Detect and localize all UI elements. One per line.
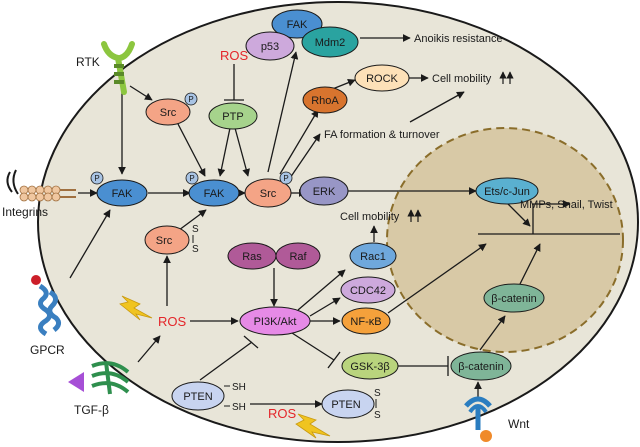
thiol-label: SH — [232, 402, 246, 413]
nfkb-label: NF-κB — [350, 316, 381, 328]
anoikis-label: Anoikis resistance — [414, 33, 503, 45]
integrins-icon — [6, 169, 76, 202]
phospho-label: P — [189, 174, 194, 183]
wnt-label: Wnt — [508, 417, 530, 431]
fak-label: FAK — [287, 19, 308, 31]
edges — [69, 34, 620, 408]
phospho-badge — [184, 92, 198, 106]
svg-text:S: S — [192, 224, 199, 235]
beta-catenin-label: β-catenin — [491, 293, 536, 305]
phospho-label: P — [283, 174, 288, 183]
disulfide-bond-icon: S S — [374, 388, 381, 421]
rac1-node — [349, 242, 397, 270]
gpcr-label: GPCR — [30, 343, 65, 357]
fak-node — [96, 179, 148, 207]
fak-label: FAK — [204, 188, 225, 200]
src-node — [144, 225, 190, 255]
ras-label: Ras — [242, 251, 262, 263]
fa-formation-label: FA formation & turnover — [324, 129, 440, 141]
lightning-bolt-icon — [295, 413, 331, 439]
up-arrows-icon — [407, 209, 422, 222]
src-label: Src — [160, 107, 177, 119]
cdc42-label: CDC42 — [350, 285, 386, 297]
phospho-badge — [279, 171, 293, 185]
fak-node — [188, 179, 240, 207]
cell-mobility-label: Cell mobility — [340, 211, 400, 223]
rtk-receptor-icon — [101, 41, 135, 95]
beta-catenin-node — [483, 283, 545, 313]
p53-node — [245, 31, 295, 61]
src-label: Src — [260, 188, 277, 200]
pten-label: PTEN — [183, 391, 212, 403]
gsk3b-node — [341, 352, 399, 380]
svg-text:S: S — [374, 410, 381, 421]
fak-label: FAK — [112, 188, 133, 200]
up-arrows-icon — [499, 71, 514, 84]
mdm2-label: Mdm2 — [315, 37, 346, 49]
tgfb-receptor-icon — [68, 361, 130, 395]
ros-label: ROS — [268, 406, 297, 421]
svg-text:S: S — [374, 388, 381, 399]
ets-cjun-label: Ets/c-Jun — [484, 186, 530, 198]
ets-cjun-node — [475, 177, 539, 205]
p53-label: p53 — [261, 41, 279, 53]
erk-node — [299, 176, 349, 206]
src-node — [244, 178, 292, 208]
src-label: Src — [156, 235, 173, 247]
disulfide-bond-icon: S S — [192, 224, 199, 255]
rac1-label: Rac1 — [360, 251, 386, 263]
rock-node — [354, 64, 410, 92]
thiol-label: SH — [232, 382, 246, 393]
ros-label: ROS — [158, 314, 187, 329]
tgfb-label: TGF-β — [74, 403, 109, 417]
src-node — [145, 98, 191, 126]
phospho-badge — [185, 171, 199, 185]
rtk-label: RTK — [76, 55, 100, 69]
target-genes-label: MMPs, Snail, Twist — [520, 199, 613, 211]
cdc42-node — [340, 276, 396, 304]
integrins-label: Integrins — [2, 205, 48, 219]
phospho-badge — [90, 171, 104, 185]
beta-catenin-label: β-catenin — [458, 361, 503, 373]
rhoa-node — [302, 86, 348, 114]
raf-node — [275, 242, 321, 270]
fak-node — [271, 9, 323, 39]
ptp-node — [208, 102, 258, 130]
beta-catenin-node — [450, 351, 512, 381]
gsk3b-label: GSK-3β — [350, 361, 389, 373]
pten-node — [321, 389, 375, 419]
erk-label: ERK — [313, 186, 336, 198]
pten-node — [171, 381, 225, 411]
svg-text:S: S — [192, 244, 199, 255]
phospho-label: P — [188, 95, 193, 104]
nucleus — [386, 127, 624, 353]
pten-label: PTEN — [331, 399, 360, 411]
pi3k-akt-label: PI3K/Akt — [254, 316, 297, 328]
rhoa-label: RhoA — [311, 95, 339, 107]
lightning-bolt-icon — [119, 295, 153, 321]
raf-label: Raf — [289, 251, 307, 263]
phospho-label: P — [94, 174, 99, 183]
cell-mobility-label: Cell mobility — [432, 73, 492, 85]
gpcr-receptor-icon — [31, 275, 62, 337]
nfkb-node — [341, 307, 391, 335]
mdm2-node — [301, 26, 359, 58]
rock-label: ROCK — [366, 73, 398, 85]
ros-label: ROS — [220, 48, 249, 63]
ptp-label: PTP — [222, 111, 243, 123]
wnt-receptor-icon — [464, 396, 492, 442]
pi3k-akt-node — [239, 306, 311, 336]
